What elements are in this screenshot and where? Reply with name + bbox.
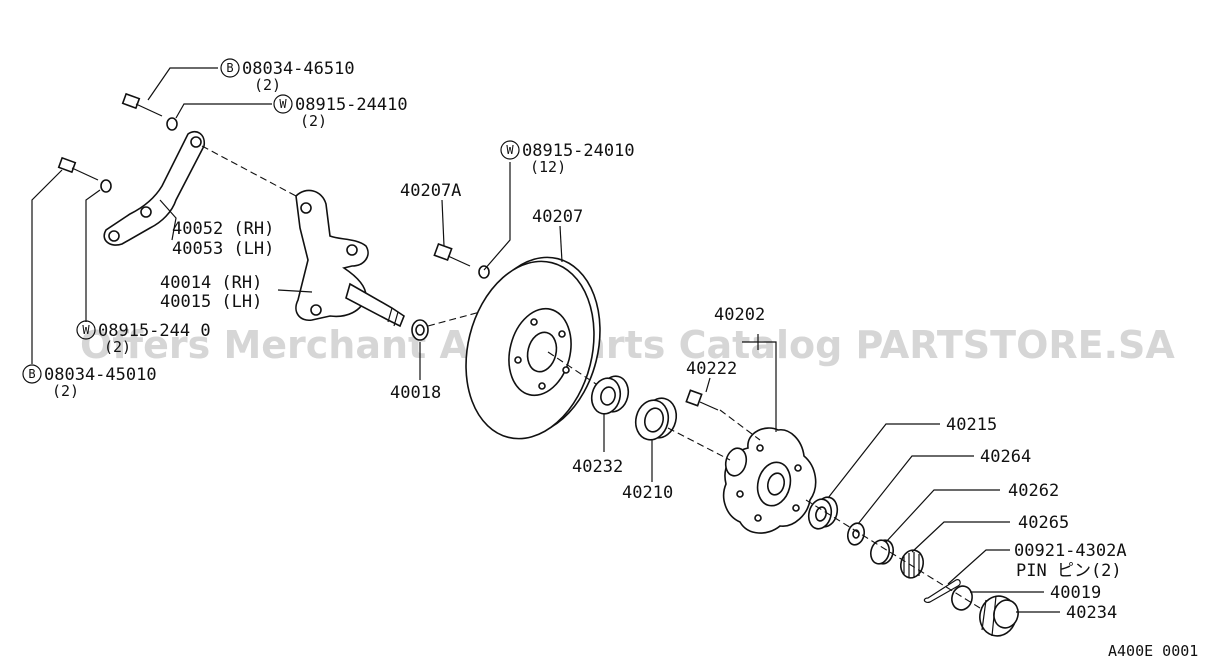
axis-bolt-hub xyxy=(719,409,761,441)
upper-bolt xyxy=(121,92,163,117)
watermark-text: Offers Merchant Auto Parts Catalog PARTS… xyxy=(80,323,1175,367)
lower-washer xyxy=(100,179,112,193)
label-40207a: 40207A xyxy=(400,181,461,201)
leader-40222 xyxy=(705,377,711,393)
hub-bolt xyxy=(685,389,719,411)
label-knuckle-lh: 40015 (LH) xyxy=(160,292,262,312)
callout-b2: B 08034-45010 (2) xyxy=(22,364,157,400)
leader-40262 xyxy=(885,489,1000,543)
label-40019: 40019 xyxy=(1050,583,1101,603)
wheel-hub xyxy=(722,427,817,534)
label-40215: 40215 xyxy=(946,415,997,435)
svg-text:(2): (2) xyxy=(254,76,281,94)
label-40232: 40232 xyxy=(572,457,623,477)
callout-b1: B 08034-46510 (2) xyxy=(220,58,355,94)
arm-hole-upper xyxy=(190,136,202,148)
leader-40207a xyxy=(441,199,445,247)
label-40262: 40262 xyxy=(1008,481,1059,501)
disc-bolt xyxy=(433,242,471,267)
svg-text:(2): (2) xyxy=(104,338,131,356)
leader-40207 xyxy=(559,225,563,263)
leader-40202 xyxy=(742,341,777,432)
label-pin-code: 00921-4302A xyxy=(1014,541,1127,561)
axis-disc-bearing xyxy=(547,351,597,385)
leader-w1 xyxy=(175,103,272,119)
svg-text:08915-24410: 08915-24410 xyxy=(295,95,408,115)
callout-w3: W 08915-244 0 (2) xyxy=(76,320,211,356)
leader-40264 xyxy=(857,455,974,525)
arm-hole-mid xyxy=(140,206,152,218)
figure-code: A400E 0001 xyxy=(1108,642,1198,660)
label-40018: 40018 xyxy=(390,383,441,403)
svg-text:08034-45010: 08034-45010 xyxy=(44,365,157,385)
knuckle-hole-bottom xyxy=(310,304,322,316)
brake-disc xyxy=(465,256,601,440)
label-40222: 40222 xyxy=(686,359,737,379)
hub-washer xyxy=(846,522,866,546)
o-ring xyxy=(951,585,973,611)
cotter-pin xyxy=(923,579,961,603)
upper-washer xyxy=(166,117,178,131)
leader-pin xyxy=(947,549,1010,585)
leader-b2 xyxy=(31,169,63,364)
label-40210: 40210 xyxy=(622,483,673,503)
callout-w2: W 08915-24010 (12) xyxy=(500,140,635,176)
label-arm-rh: 40052 (RH) xyxy=(172,219,274,239)
svg-text:08915-244 0: 08915-244 0 xyxy=(98,321,211,341)
label-40202: 40202 xyxy=(714,305,765,325)
svg-text:08034-46510: 08034-46510 xyxy=(242,59,355,79)
castle-cap xyxy=(900,549,924,579)
svg-text:W: W xyxy=(279,97,287,111)
outer-race xyxy=(634,397,678,441)
knuckle-hole-side xyxy=(346,244,358,256)
svg-text:(2): (2) xyxy=(52,382,79,400)
arm-hole-lower xyxy=(108,230,120,242)
label-knuckle-rh: 40014 (RH) xyxy=(160,273,262,293)
svg-text:08915-24010: 08915-24010 xyxy=(522,141,635,161)
axis-race-hub xyxy=(667,427,731,461)
label-40265: 40265 xyxy=(1018,513,1069,533)
leader-w3 xyxy=(85,189,101,322)
axis-hub-cap xyxy=(805,499,981,609)
lower-bolt xyxy=(57,156,99,181)
grease-cap xyxy=(979,595,1019,637)
callout-w1: W 08915-24410 (2) xyxy=(273,94,408,130)
hub-nut xyxy=(869,539,895,565)
label-pin-desc: PIN ピン(2) xyxy=(1016,561,1122,581)
svg-text:W: W xyxy=(82,323,90,337)
steering-arm xyxy=(103,130,206,246)
axis-arm-knuckle xyxy=(201,145,297,197)
leader-knuckle xyxy=(277,289,313,293)
svg-text:(2): (2) xyxy=(300,112,327,130)
leader-b1 xyxy=(147,67,218,101)
axis-nut-disc xyxy=(427,311,481,327)
spindle-nut-hole xyxy=(415,324,425,336)
label-40264: 40264 xyxy=(980,447,1031,467)
label-40207: 40207 xyxy=(532,207,583,227)
leader-w2 xyxy=(483,162,511,271)
label-arm-lh: 40053 (LH) xyxy=(172,239,274,259)
svg-text:W: W xyxy=(506,143,514,157)
knuckle-hole-top xyxy=(300,202,312,214)
disc-washer xyxy=(478,265,490,279)
outer-bearing xyxy=(807,496,839,530)
leader-40215 xyxy=(827,423,940,499)
svg-text:B: B xyxy=(226,61,233,75)
inner-bearing xyxy=(590,375,630,415)
label-40234: 40234 xyxy=(1066,603,1117,623)
svg-text:B: B xyxy=(28,367,35,381)
leader-40265 xyxy=(911,521,1010,553)
svg-text:(12): (12) xyxy=(530,158,566,176)
leader-arm xyxy=(159,199,177,241)
